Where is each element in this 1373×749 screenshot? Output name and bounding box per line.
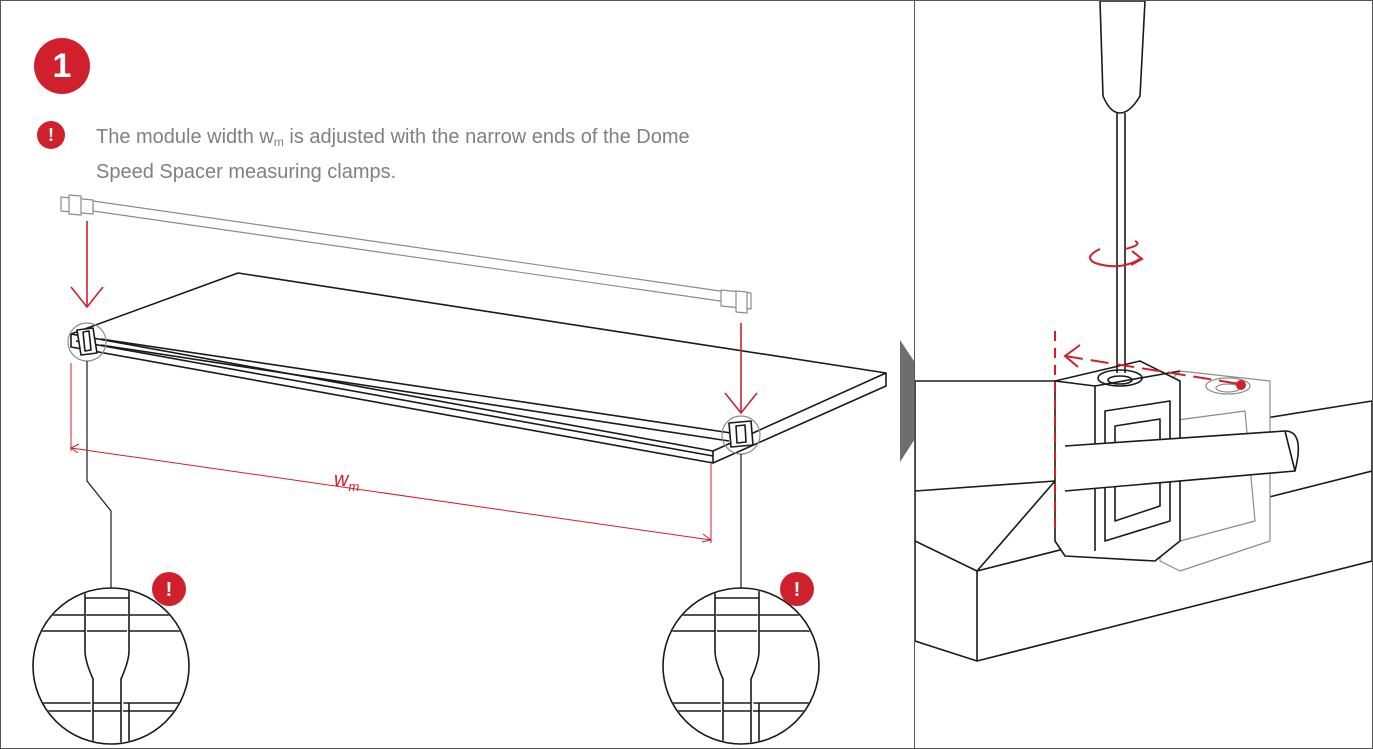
assembly-arrows xyxy=(70,221,758,543)
exclamation-icon xyxy=(152,572,186,606)
rotate-arrow-icon xyxy=(1089,248,1141,268)
svg-text:!: ! xyxy=(166,579,173,601)
leader-line-left xyxy=(86,361,112,604)
panel-right-illustration xyxy=(915,1,1372,662)
measure-point xyxy=(1236,380,1246,390)
detail-circle-right xyxy=(662,587,820,745)
dimension-line-wm xyxy=(70,447,712,541)
dimension-extension-lines xyxy=(70,363,712,543)
callout-badge-left: ! xyxy=(152,572,186,606)
panel-left-illustration: wm ! ! xyxy=(32,194,887,745)
note-subscript: m xyxy=(273,135,284,149)
measuring-clamp-rod xyxy=(60,194,752,314)
step-panel-right xyxy=(914,0,1373,749)
callout-badge-right: ! xyxy=(780,572,814,606)
exclamation-icon: ! xyxy=(37,121,65,149)
detail-circle-left xyxy=(32,587,190,745)
spacer-clamp xyxy=(1054,360,1300,562)
step-panel-left: 1 ! The module width wm is adjusted with… xyxy=(0,0,915,749)
down-arrow-right-head xyxy=(724,392,758,415)
clamp-right-mounted xyxy=(721,415,761,455)
screwdriver-icon xyxy=(1099,1,1146,373)
step-number-badge: 1 xyxy=(34,38,90,94)
note-text-after: is adjusted with the narrow ends of the … xyxy=(96,126,690,183)
note-text-before: The module width w xyxy=(96,126,274,148)
svg-text:!: ! xyxy=(794,579,801,601)
dimension-label-wm: wm xyxy=(334,469,359,494)
exclamation-icon xyxy=(780,572,814,606)
panel-board xyxy=(70,272,887,464)
clamp-left-mounted xyxy=(67,322,107,362)
instruction-note: The module width wm is adjusted with the… xyxy=(96,122,736,187)
measure-arrow xyxy=(1064,355,1241,385)
adjustment-arrows xyxy=(1054,240,1241,531)
down-arrow-left-head xyxy=(70,286,104,309)
